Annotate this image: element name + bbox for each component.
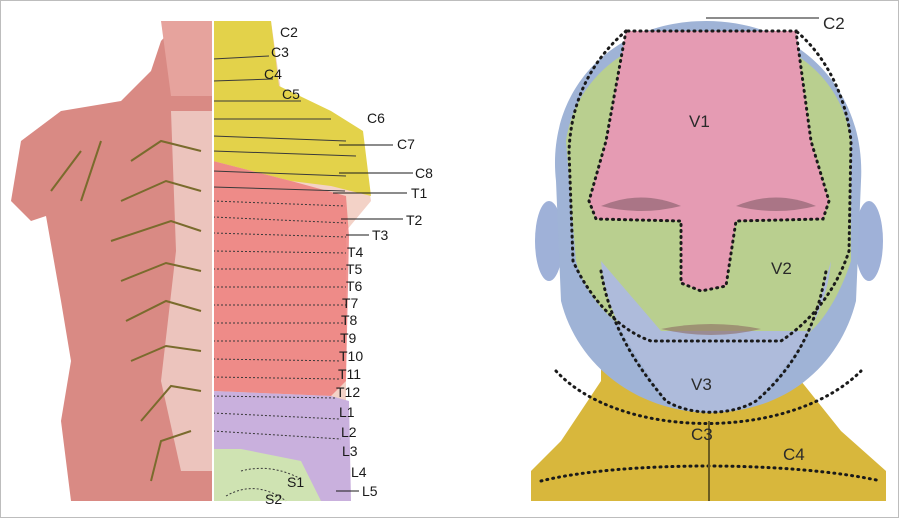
label-l1: L1	[339, 404, 355, 420]
label-v1: V1	[689, 112, 710, 131]
label-c7: C7	[397, 136, 415, 152]
label-t8: T8	[341, 312, 358, 328]
label-t4: T4	[347, 244, 364, 260]
label-v2: V2	[771, 259, 792, 278]
label-l3: L3	[342, 443, 358, 459]
label-s2: S2	[265, 491, 282, 507]
label-face-c3: C3	[691, 425, 713, 444]
label-t1: T1	[411, 185, 428, 201]
label-t5: T5	[346, 261, 363, 277]
label-c4: C4	[264, 66, 282, 82]
label-l2: L2	[341, 424, 357, 440]
face-panel: C2 V1 V2 V3 C3 C4	[531, 14, 886, 501]
thoracic-region	[213, 161, 349, 396]
label-l5: L5	[362, 483, 378, 499]
label-v3: V3	[691, 375, 712, 394]
label-t6: T6	[346, 278, 363, 294]
label-c6: C6	[367, 110, 385, 126]
label-t9: T9	[340, 330, 357, 346]
label-t3: T3	[372, 227, 389, 243]
label-t7: T7	[342, 295, 359, 311]
label-l4: L4	[351, 464, 367, 480]
label-face-c2: C2	[823, 14, 845, 33]
back-panel: C2 C3 C4 C5 C6 C7 C8 T1 T2 T3 T4 T5 T6 T…	[11, 19, 433, 507]
label-t10: T10	[339, 348, 363, 364]
label-c2: C2	[280, 24, 298, 40]
label-c3: C3	[271, 44, 289, 60]
label-face-c4: C4	[783, 445, 805, 464]
label-t12: T12	[336, 384, 360, 400]
label-t11: T11	[338, 366, 361, 382]
label-c5: C5	[282, 86, 300, 102]
label-c8: C8	[415, 165, 433, 181]
label-s1: S1	[287, 474, 304, 490]
label-t2: T2	[406, 212, 423, 228]
